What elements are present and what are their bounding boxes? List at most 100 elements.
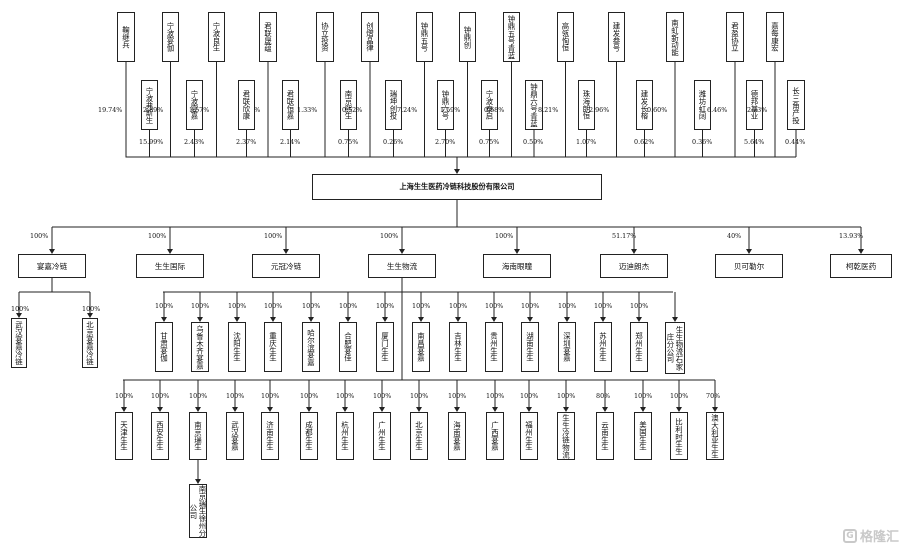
subsidiary-box: 柯乾医药 [830,254,892,278]
logistics-row1-box-label: 乌鲁木齐宴嘉 [195,324,205,370]
logistics-row2-box-label: 福州生生 [524,421,534,451]
shareholder-percentage: 5.64% [744,138,765,146]
shareholder-percentage: 2.89% [143,106,164,114]
shareholder-box-label: 君联欣康 [242,90,251,120]
shareholder-box-label: 鞠继兵 [121,25,131,49]
subsidiary-arrow [399,249,405,254]
subsidiary-percentage: 51.17% [612,232,637,240]
logistics-row2-box: 美国生生 [634,412,652,460]
logistics-row2-arrow [121,407,127,412]
logistics-row1-box: 甘肃宴伽 [155,322,173,372]
logistics-row1-percentage: 100% [630,302,649,310]
logistics-row1-arrow [382,317,388,322]
subsidiary-arrow [858,249,864,254]
logistics-row2-percentage: 100% [189,392,208,400]
logistics-row1-box-label: 哈尔滨宴嘉 [306,328,316,366]
shareholder-box-label: 高瓴恂恒 [561,22,570,52]
logistics-row2-arrow [306,407,312,412]
logistics-row1-arrow [418,317,424,322]
shareholder-percentage: 0.75% [479,138,500,146]
logistics-row1-box-label: 吉林生生 [453,332,463,362]
subsidiary-percentage: 13.93% [839,232,864,240]
logistics-row1-arrow [527,317,533,322]
shareholder-percentage: 2.96% [589,106,610,114]
subsidiary-box-label: 生生国际 [154,261,186,271]
subsidiary-box: 元冠冷链 [252,254,320,278]
logistics-row1-box-label: 郑州生生 [634,332,644,362]
logistics-row2-box-label: 南京瑞生 [193,421,203,451]
logistics-row2-arrow [676,407,682,412]
shareholder-box-label: 宁波宴嘉 [190,90,199,120]
logistics-row2-box: 比利时生生 [670,412,688,460]
shareholder-box: 高瓴恂恒 [557,12,574,62]
logistics-row1-percentage: 100% [191,302,210,310]
logistics-row2-percentage: 70% [706,392,721,400]
logistics-row1-arrow [234,317,240,322]
logistics-row2-arrow [492,407,498,412]
logistics-row1-box: 深圳宴嘉 [558,322,576,372]
logistics-row2-box: 澳大利亚生生 [706,412,724,460]
subsidiary-percentage: 100% [148,232,167,240]
yanjia-child-arrow [87,313,93,318]
subsidiary-box: 贝可勒尔 [715,254,783,278]
logistics-row2-percentage: 100% [300,392,319,400]
shareholder-box: 建发长榕 [636,80,653,130]
logistics-row2-percentage: 100% [410,392,429,400]
logistics-row2-box-label: 济南生生 [265,421,275,451]
logistics-row2-box-label: 广西宴嘉 [490,421,500,451]
yanjia-child-percentage: 100% [11,305,30,313]
logistics-row2-percentage: 100% [670,392,689,400]
branch-arrow [195,479,201,484]
logistics-row2-arrow [267,407,273,412]
logistics-row1-percentage: 100% [485,302,504,310]
logistics-row1-box-label: 厦门生生 [380,332,390,362]
shareholder-box-label: 宁波弗斯生 [145,86,154,124]
shareholder-percentage: 0.75% [338,138,359,146]
shareholder-percentage: 1.57% [189,106,210,114]
logistics-row2-box: 西安生生 [151,412,169,460]
watermark-icon: G [842,528,857,543]
logistics-row1-arrow [270,317,276,322]
logistics-row2-arrow [563,407,569,412]
logistics-row1-box-label: 贵州生生 [489,332,499,362]
logistics-row2-box: 天津生生 [115,412,133,460]
subsidiary-box-label: 海南眼瞳 [501,261,533,271]
shareholder-box-label: 钟鼎六号青蓝 [529,82,539,128]
shareholder-box: 钟鼎五号青蓝 [503,12,520,62]
logistics-row1-box: 吉林生生 [449,322,467,372]
shareholder-box: 德邦基业 [746,80,763,130]
shareholder-box-label: 南虹新动能 [670,18,680,56]
logistics-row1-box: 郑州生生 [630,322,648,372]
shareholder-box: 嘉每康宏 [766,12,784,62]
logistics-row2-box: 生生冷链物流 [557,412,575,460]
shareholder-box: 建发叁号 [608,12,625,62]
shareholder-box-label: 君联恒嘉 [286,90,295,120]
logistics-row1-arrow [197,317,203,322]
shareholder-percentage: 15.99% [139,138,164,146]
logistics-row1-arrow [491,317,497,322]
shareholder-box: 君联晟蕴 [259,12,277,62]
shareholder-box-label: 嘉每康宏 [770,22,780,52]
logistics-row1-arrow [161,317,167,322]
logistics-row1-box-label: 沈阳生生 [232,332,242,362]
logistics-row2-box-label: 天津生生 [119,421,129,451]
logistics-row2-box: 武汉宴嘉 [226,412,244,460]
logistics-row1-percentage: 100% [521,302,540,310]
shareholder-box-label: 宁波良生 [212,22,221,52]
logistics-row1-box: 厦门生生 [376,322,394,372]
shareholder-percentage: 2.23% [747,106,768,114]
shareholder-box: 君联欣康 [238,80,255,130]
subsidiary-arrow [49,249,55,254]
logistics-row1-box: 合肥宴佳 [339,322,357,372]
logistics-row2-percentage: 100% [115,392,134,400]
logistics-row2-arrow [342,407,348,412]
logistics-row2-percentage: 100% [634,392,653,400]
shareholder-box-label: 德邦基业 [750,90,759,120]
shareholder-percentage: 8.21% [538,106,559,114]
logistics-row1-box: 苏州生生 [594,322,612,372]
shareholder-box: 钟鼎六号 [437,80,454,130]
shareholder-box-label: 瑞坤创投 [389,90,398,120]
branch-office-box: 南京瑞生徐州分公司 [189,484,207,538]
logistics-row2-box-label: 比利时生生 [674,417,684,455]
